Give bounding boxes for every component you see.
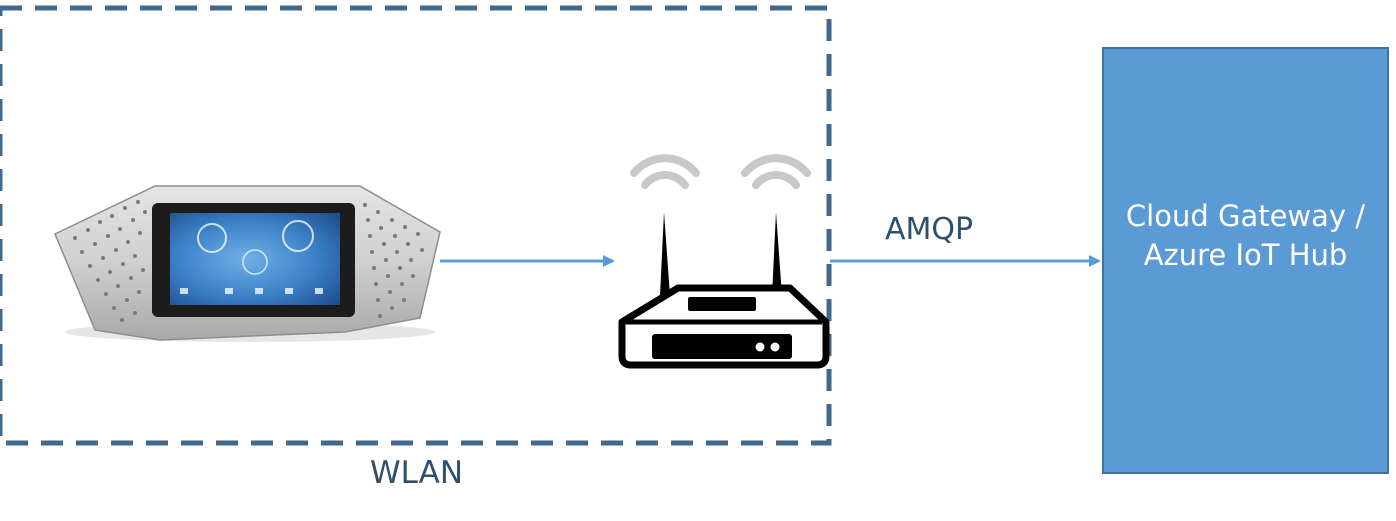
cloud-gateway-box: Cloud Gateway / Azure IoT Hub: [1102, 47, 1389, 474]
cloud-gateway-line-1: Cloud Gateway /: [1125, 198, 1366, 233]
smart-touch-panel-device: [54, 185, 441, 342]
amqp-protocol-label: AMQP: [885, 212, 974, 247]
cloud-gateway-line-2: Azure IoT Hub: [1143, 237, 1348, 272]
cloud-gateway-label: Cloud Gateway / Azure IoT Hub: [1126, 197, 1365, 275]
wlan-label: WLAN: [370, 455, 464, 491]
wifi-router-icon: [618, 154, 830, 369]
